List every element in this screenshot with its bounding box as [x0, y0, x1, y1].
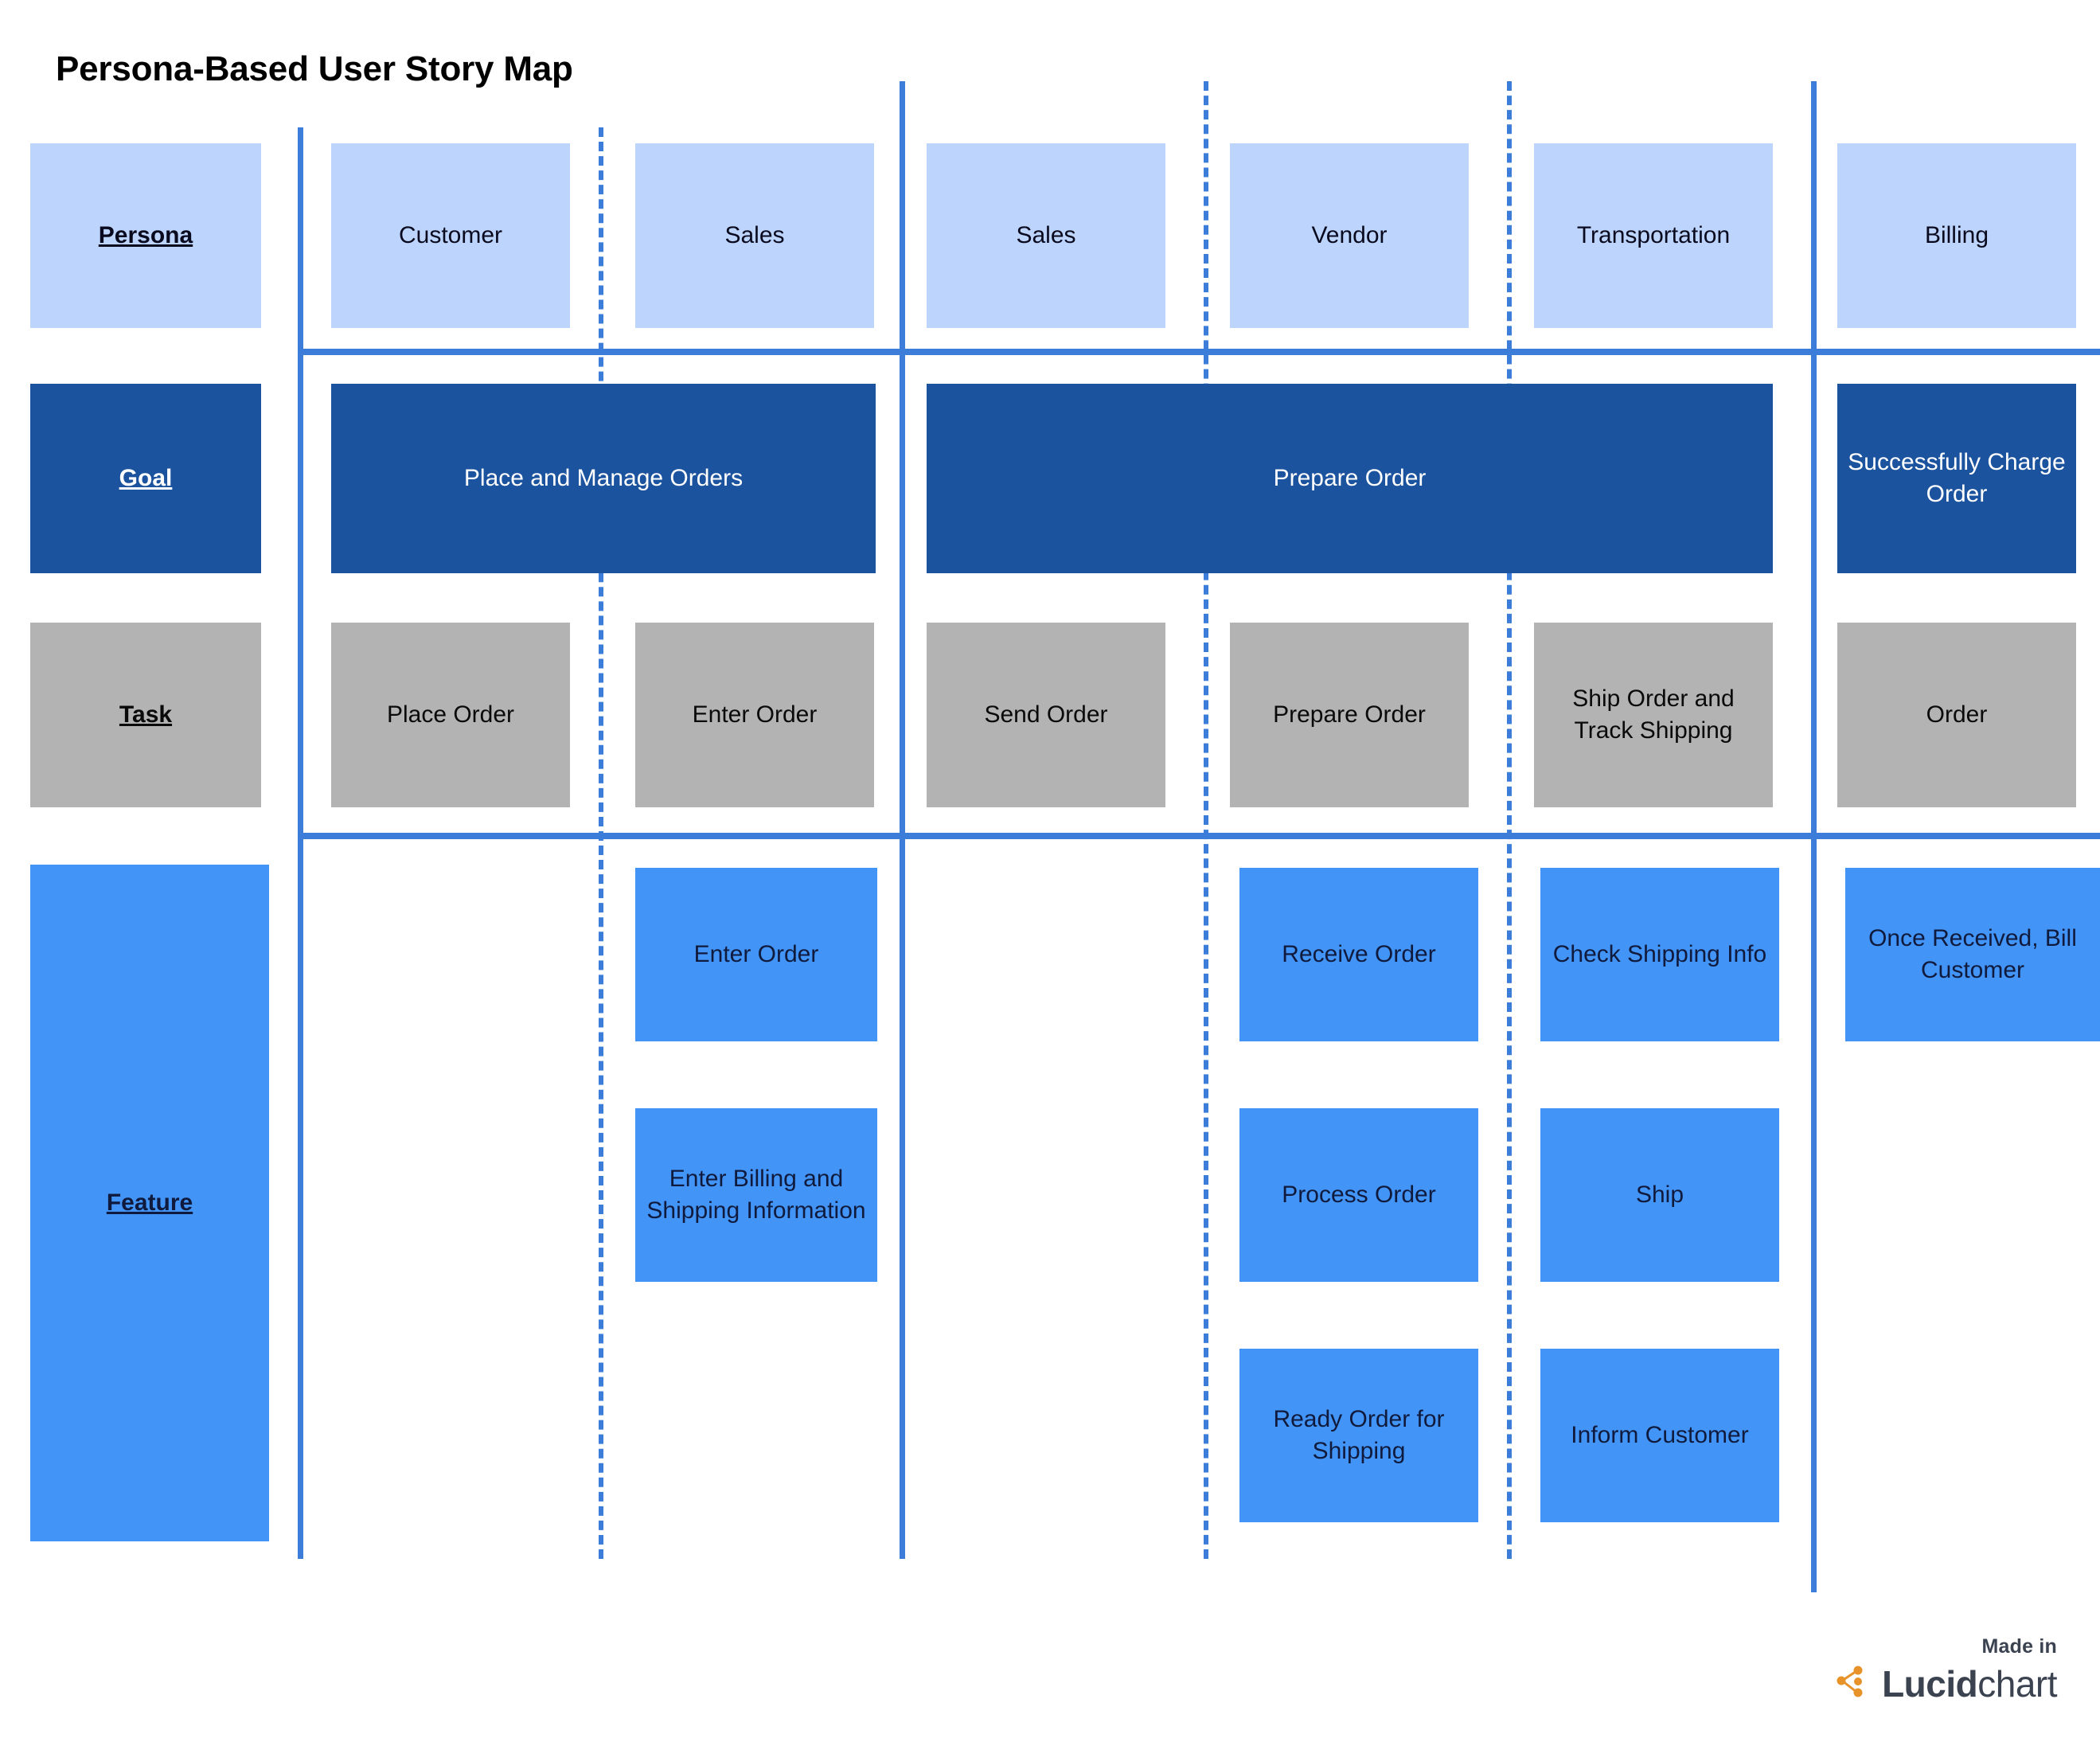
chart-light-text: chart [1977, 1662, 2057, 1705]
persona-card-customer[interactable]: Customer [331, 143, 570, 328]
swimlane-divider-solid-1 [900, 81, 905, 1559]
task-card-ship-order-and-track-shipping[interactable]: Ship Order and Track Shipping [1534, 623, 1773, 807]
feature-card-receive-order[interactable]: Receive Order [1239, 868, 1478, 1041]
feature-card-ready-order-for-shipping[interactable]: Ready Order for Shipping [1239, 1349, 1478, 1522]
lucid-bold-text: Lucid [1882, 1662, 1978, 1705]
persona-card-billing[interactable]: Billing [1837, 143, 2076, 328]
row-divider-task-feature [298, 833, 2100, 839]
persona-card-transportation[interactable]: Transportation [1534, 143, 1773, 328]
row-label-task: Task [30, 623, 261, 807]
row-label-persona: Persona [30, 143, 261, 328]
row-label-feature: Feature [30, 865, 269, 1541]
swimlane-divider-dashed-0 [599, 127, 603, 1559]
lucidchart-logo-icon [1833, 1663, 1872, 1704]
swimlane-divider-solid-0 [298, 127, 303, 1559]
feature-card-check-shipping-info[interactable]: Check Shipping Info [1540, 868, 1779, 1041]
feature-card-inform-customer[interactable]: Inform Customer [1540, 1349, 1779, 1522]
made-in-label: Made in [1981, 1635, 2057, 1658]
feature-card-enter-order[interactable]: Enter Order [635, 868, 877, 1041]
lucidchart-wordmark: Lucidchart [1882, 1666, 2057, 1702]
row-label-goal: Goal [30, 384, 261, 573]
persona-card-vendor[interactable]: Vendor [1230, 143, 1469, 328]
persona-card-sales-enter[interactable]: Sales [635, 143, 874, 328]
goal-card-successfully-charge-order[interactable]: Successfully Charge Order [1837, 384, 2076, 573]
swimlane-divider-dashed-1 [1204, 81, 1208, 1559]
feature-card-once-received-bill-customer[interactable]: Once Received, Bill Customer [1845, 868, 2100, 1041]
task-card-order[interactable]: Order [1837, 623, 2076, 807]
feature-card-ship[interactable]: Ship [1540, 1108, 1779, 1282]
goal-card-prepare-order[interactable]: Prepare Order [927, 384, 1773, 573]
task-card-place-order[interactable]: Place Order [331, 623, 570, 807]
swimlane-divider-dashed-2 [1507, 81, 1512, 1559]
goal-card-place-and-manage-orders[interactable]: Place and Manage Orders [331, 384, 876, 573]
feature-card-process-order[interactable]: Process Order [1239, 1108, 1478, 1282]
feature-card-enter-billing-and-shipping-information[interactable]: Enter Billing and Shipping Information [635, 1108, 877, 1282]
task-card-send-order[interactable]: Send Order [927, 623, 1165, 807]
row-divider-persona-goal [298, 349, 2100, 355]
lucidchart-badge: Made in Lucidchart [1833, 1635, 2057, 1704]
persona-card-sales-send[interactable]: Sales [927, 143, 1165, 328]
task-card-prepare-order[interactable]: Prepare Order [1230, 623, 1469, 807]
task-card-enter-order[interactable]: Enter Order [635, 623, 874, 807]
page-title: Persona-Based User Story Map [56, 49, 573, 88]
